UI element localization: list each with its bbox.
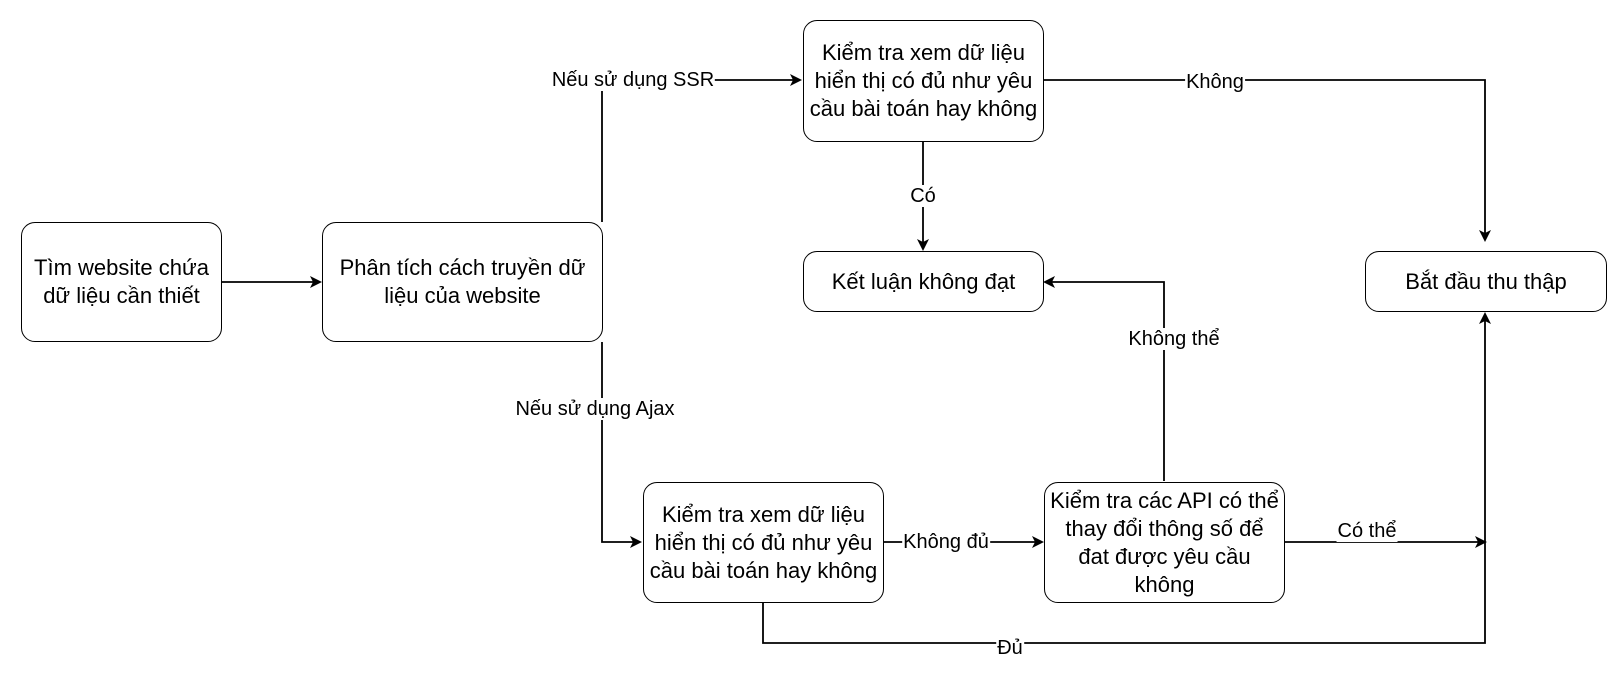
node-check-api: Kiểm tra các API có thể thay đổi thông s… <box>1044 482 1285 603</box>
edge-label-if-ajax: Nếu sử dụng Ajax <box>514 398 676 420</box>
node-check-ssr-data: Kiểm tra xem dữ liệu hiển thị có đủ như … <box>803 20 1044 142</box>
edge-label-ajax-enough: Đủ <box>996 637 1024 659</box>
edge-label-ssr-no: Không <box>1185 71 1245 93</box>
node-conclude-fail: Kết luận không đạt <box>803 251 1044 312</box>
node-analyze-transfer: Phân tích cách truyền dữ liệu của websit… <box>322 222 603 342</box>
edge-label-api-cannot: Không thể <box>1127 328 1221 350</box>
node-start-collect: Bắt đầu thu thập <box>1365 251 1607 312</box>
edge-ajax-enough-to-start <box>762 312 1491 644</box>
edge-label-ajax-not-enough: Không đủ <box>902 531 990 553</box>
node-find-website: Tìm website chứa dữ liệu cần thiết <box>21 222 222 342</box>
edge-analyze-to-check-ajax <box>601 342 642 548</box>
edge-api-cannot-to-fail <box>1043 276 1165 481</box>
edge-analyze-to-check-ssr <box>601 74 802 222</box>
edge-check-ssr-no-to-start <box>1043 79 1491 242</box>
edge-label-if-ssr: Nếu sử dụng SSR <box>550 69 716 91</box>
edge-label-ssr-yes: Có <box>909 185 937 207</box>
node-check-ajax-data: Kiểm tra xem dữ liệu hiển thị có đủ như … <box>643 482 884 603</box>
edge-label-api-can: Có thể <box>1336 520 1398 542</box>
